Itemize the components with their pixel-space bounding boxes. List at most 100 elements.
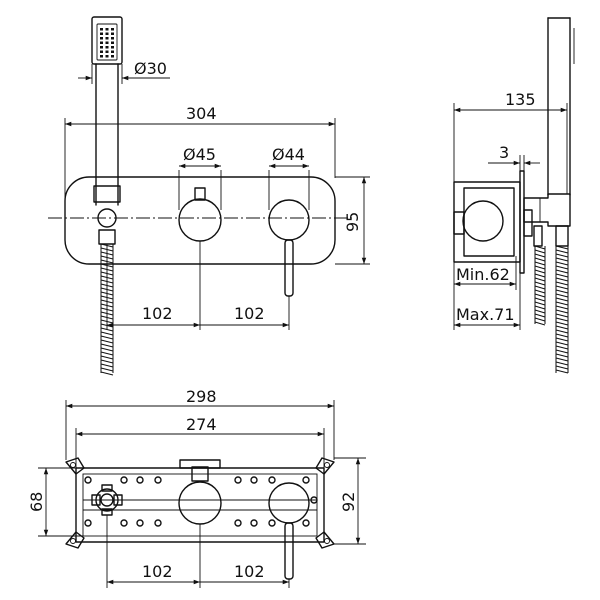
- mounting-hole: [120, 519, 128, 527]
- hose-braid: [555, 333, 569, 338]
- hose-braid: [100, 343, 114, 348]
- hose-braid: [534, 289, 546, 294]
- mounting-hole: [234, 519, 242, 527]
- label-right-knob-diameter: Ø44: [272, 145, 305, 164]
- mounting-hole: [302, 476, 310, 484]
- nozzle: [105, 28, 109, 31]
- hose-braid: [534, 297, 546, 302]
- hose-braid: [555, 297, 569, 302]
- nozzle: [105, 32, 109, 35]
- hose-braid: [555, 337, 569, 342]
- dimension-plate-height: 95: [335, 176, 370, 265]
- hose-braid: [555, 273, 569, 278]
- nozzle: [100, 55, 103, 58]
- label-hand-shower-diameter: Ø30: [134, 59, 167, 78]
- nozzle: [105, 46, 109, 49]
- nozzle: [100, 41, 103, 44]
- label-spacing-right: 102: [234, 304, 265, 323]
- hose-braid: [555, 357, 569, 362]
- dimension-overall-width: 304: [64, 104, 336, 210]
- hose-braid: [534, 277, 546, 282]
- dimension-plate-thickness: 3: [488, 143, 540, 171]
- nozzle: [105, 37, 109, 40]
- mounting-hole: [250, 476, 258, 484]
- side-view: 135 3 Min.62 Max.71: [453, 17, 575, 374]
- label-height-right: 92: [339, 492, 358, 512]
- hose-braid: [534, 257, 546, 262]
- hose-braid: [534, 249, 546, 254]
- hose-braid: [555, 329, 569, 334]
- hose-braid: [534, 305, 546, 310]
- bottom-right-valve: [268, 482, 310, 580]
- dimension-spacing: 102 102: [106, 241, 290, 330]
- mounting-hole: [120, 476, 128, 484]
- hose-braid: [534, 253, 546, 258]
- nozzle: [111, 46, 114, 49]
- nozzle: [100, 28, 103, 31]
- hose-braid: [555, 317, 569, 322]
- nozzle-grid: [100, 28, 114, 58]
- hose-braid: [534, 317, 546, 322]
- hose-braid: [555, 305, 569, 310]
- label-plate-thickness: 3: [499, 143, 509, 162]
- hose-braid: [555, 349, 569, 354]
- mounting-hole: [154, 476, 162, 484]
- hose-braid: [555, 361, 569, 366]
- mounting-hole: [250, 519, 258, 527]
- hose-braid: [534, 293, 546, 298]
- label-outer-width: 298: [186, 387, 217, 406]
- side-hose-right: [555, 245, 569, 374]
- hose-braid: [555, 261, 569, 266]
- side-holder-bracket: [523, 193, 571, 247]
- mounting-hole: [84, 519, 92, 527]
- nozzle: [111, 37, 114, 40]
- label-bottom-spacing-right: 102: [234, 562, 265, 581]
- hose-braid: [555, 301, 569, 306]
- dimension-hand-shower-diameter: Ø30: [78, 59, 170, 84]
- mounting-hole: [136, 519, 144, 527]
- nozzle: [111, 55, 114, 58]
- hose-braid: [555, 369, 569, 374]
- hose-braid: [555, 277, 569, 282]
- hose-braid: [555, 293, 569, 298]
- label-height-left: 68: [27, 492, 46, 512]
- dimension-height-right: 92: [334, 457, 366, 545]
- label-spacing-left: 102: [142, 304, 173, 323]
- hose-braid: [534, 301, 546, 306]
- label-min-depth: Min.62: [456, 265, 510, 284]
- nozzle: [111, 28, 114, 31]
- hose-braid: [555, 269, 569, 274]
- hose-braid: [555, 321, 569, 326]
- hose-braid: [100, 355, 114, 360]
- right-handle: [268, 199, 310, 297]
- dimension-min-depth: Min.62: [453, 256, 517, 330]
- hose-braid: [555, 365, 569, 370]
- nozzle: [105, 41, 109, 44]
- nozzle: [100, 37, 103, 40]
- hose-braid: [555, 353, 569, 358]
- label-bottom-spacing-left: 102: [142, 562, 173, 581]
- side-hand-shower: [547, 17, 575, 196]
- hand-shower-head: [91, 16, 123, 65]
- hose-braid: [100, 331, 114, 336]
- hose-braid: [534, 265, 546, 270]
- dimension-total-depth: 135: [453, 90, 568, 194]
- hose-braid: [534, 273, 546, 278]
- mounting-hole: [154, 519, 162, 527]
- dimension-inner-width: 274: [75, 415, 325, 468]
- hose-braid: [100, 367, 114, 372]
- nozzle: [111, 32, 114, 35]
- nozzle: [111, 41, 114, 44]
- dimension-height-left: 68: [27, 467, 83, 537]
- nozzle: [105, 50, 109, 53]
- hose-braid: [555, 345, 569, 350]
- mounting-hole: [268, 519, 276, 527]
- label-inner-width: 274: [186, 415, 217, 434]
- hose-braid: [100, 371, 114, 376]
- hose-braid: [534, 281, 546, 286]
- hose-braid: [100, 363, 114, 368]
- hose-braid: [534, 309, 546, 314]
- dimension-bottom-spacing: 102 102: [106, 515, 290, 588]
- dimension-outer-width: 298: [65, 387, 335, 460]
